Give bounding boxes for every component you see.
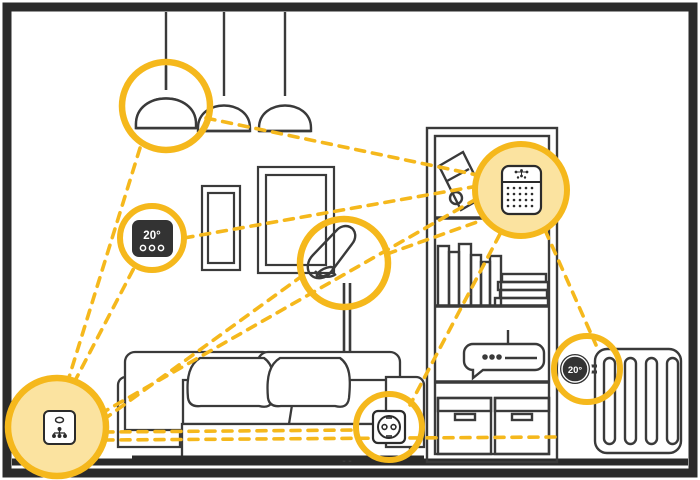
link-speaker-socket	[408, 232, 502, 407]
wall-thermostat-dots	[139, 244, 165, 252]
highlight-wall-thermostat[interactable]: 20°	[117, 203, 187, 273]
smart-speaker-icon[interactable]	[500, 164, 543, 216]
link-pendant-speaker	[204, 116, 484, 178]
link-hub-pendant	[60, 146, 142, 402]
highlight-smart-speaker[interactable]	[472, 141, 570, 239]
highlight-smart-socket[interactable]	[353, 391, 425, 463]
wall-thermostat-body[interactable]	[132, 220, 173, 257]
storage-box-left	[436, 396, 493, 456]
highlight-radiator-valve[interactable]: 20°	[551, 333, 623, 405]
pendant-lamp-2[interactable]	[196, 12, 252, 133]
link-thermostat-speaker	[182, 184, 480, 240]
wifi-router[interactable]	[462, 330, 546, 381]
link-hub-floorlamp	[101, 274, 304, 422]
radiator-valve-temp: 20°	[568, 365, 583, 376]
storage-box-right	[493, 396, 551, 456]
radiator-valve-body[interactable]	[558, 352, 592, 386]
shelf-books-stacked	[493, 272, 550, 308]
highlight-smart-hub[interactable]	[4, 374, 110, 480]
radiator	[587, 347, 683, 455]
shelf-books-vertical	[436, 242, 503, 308]
wall-thermostat-temp: 20°	[143, 230, 161, 242]
pendant-lamp-3[interactable]	[257, 12, 313, 133]
smart-socket-icon[interactable]	[371, 409, 407, 445]
link-floorlamp-speaker	[385, 220, 479, 256]
link-speaker-radiator	[543, 228, 598, 347]
link-hub-socket	[102, 428, 360, 434]
pendant-lamps-group	[134, 12, 313, 133]
link-hub-thermostat	[64, 264, 137, 400]
smart-hub-icon[interactable]	[43, 410, 76, 445]
link-hub-radiator	[102, 435, 558, 442]
connection-lines	[60, 116, 598, 442]
highlight-floor-lamp[interactable]	[296, 215, 392, 311]
highlight-pendant-lamp[interactable]	[118, 58, 214, 154]
